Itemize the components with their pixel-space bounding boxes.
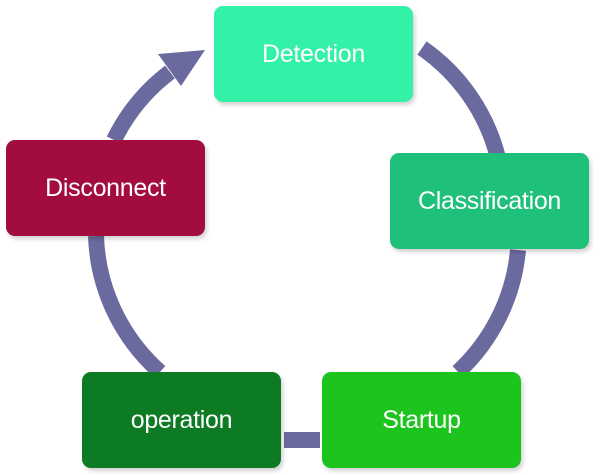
node-startup: Startup (322, 372, 521, 468)
arc-operation-disconnect (88, 235, 166, 378)
node-classification: Classification (390, 153, 589, 249)
arc-detection-classification (417, 41, 506, 161)
node-disconnect: Disconnect (6, 140, 205, 236)
arc-classification-startup (452, 249, 526, 378)
arc-disconnect-detection (106, 65, 175, 144)
node-detection: Detection (214, 6, 413, 102)
arrowhead-to-detection (158, 50, 205, 86)
node-operation: operation (82, 372, 281, 468)
cycle-connectors (88, 41, 526, 448)
